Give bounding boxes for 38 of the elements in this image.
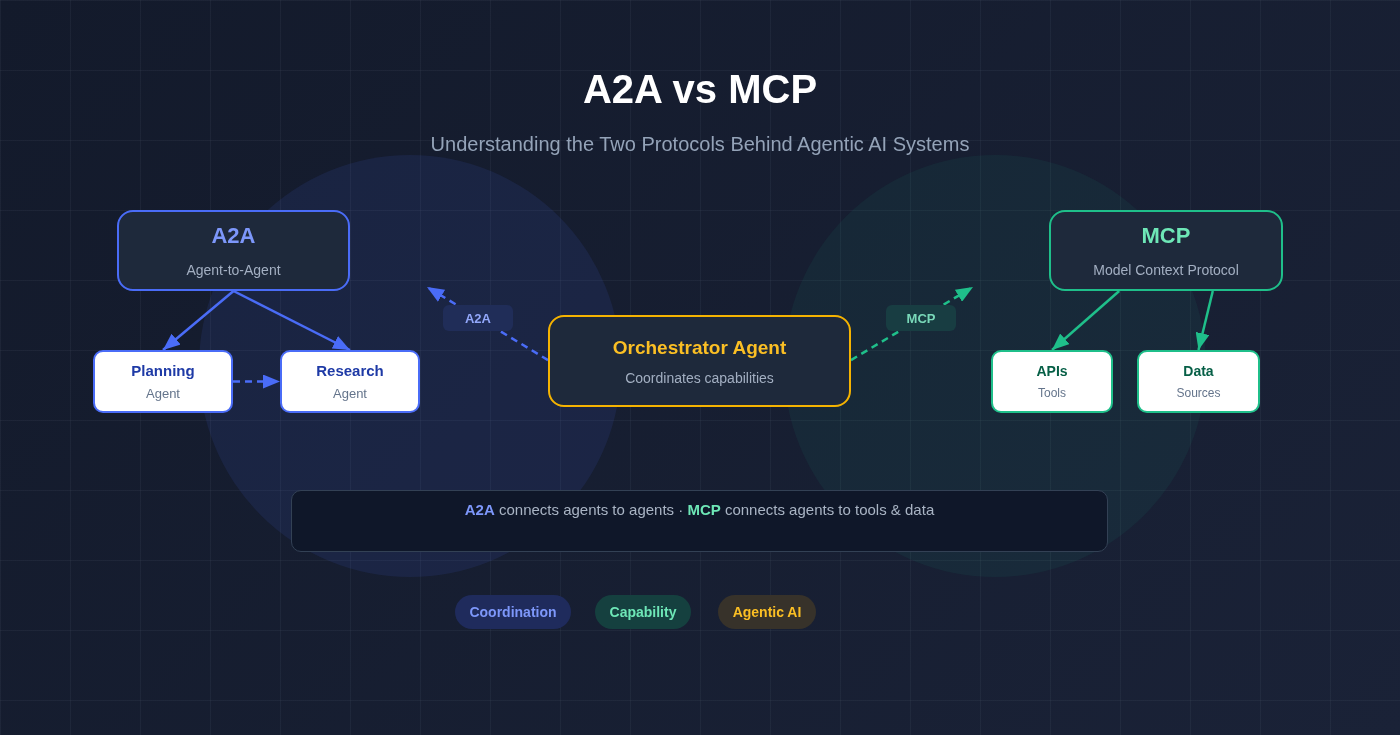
node-title: APIs (1036, 362, 1068, 380)
tag-label: Capability (609, 603, 677, 621)
node-title: Orchestrator Agent (612, 335, 787, 359)
resource-box (991, 350, 1113, 413)
tag-pill (595, 595, 691, 629)
node-subtitle: Tools (1038, 385, 1066, 401)
protocol-box (1049, 210, 1283, 291)
node-subtitle: Agent (146, 385, 180, 402)
node-title: A2A (211, 222, 256, 249)
tag-pill (718, 595, 816, 629)
orchestrator-box (548, 315, 851, 407)
resource-box (1137, 350, 1260, 413)
node-title: Planning (131, 361, 195, 380)
node-subtitle: Coordinates capabilities (625, 368, 774, 387)
agent-box (93, 350, 233, 413)
title: A2A vs MCP (581, 66, 819, 113)
tag-pill (455, 595, 571, 629)
agent-box (280, 350, 420, 413)
node-title: Research (316, 361, 384, 380)
node-subtitle: Model Context Protocol (1093, 260, 1239, 279)
node-title: MCP (1141, 222, 1191, 249)
edge-label: MCP (886, 305, 956, 331)
summary-text: A2A connects agents to agents · MCP connects agents to tools & data (464, 500, 935, 519)
edge-label: A2A (443, 305, 513, 331)
subtitle: Understanding the Two Protocols Behind Agentic AI Systems (429, 132, 971, 157)
summary-panel (291, 490, 1108, 552)
arrow (1051, 290, 1121, 351)
arrow (1195, 290, 1214, 351)
node-subtitle: Sources (1176, 385, 1221, 401)
node-title: Data (1183, 362, 1214, 380)
node-subtitle: Agent (333, 385, 367, 402)
arrow (232, 289, 351, 352)
node-subtitle: Agent-to-Agent (186, 260, 281, 279)
arrow (162, 290, 235, 351)
protocol-box (117, 210, 350, 291)
tag-label: Coordination (469, 603, 557, 621)
tag-label: Agentic AI (732, 603, 802, 621)
dashed-arrow (233, 374, 280, 389)
